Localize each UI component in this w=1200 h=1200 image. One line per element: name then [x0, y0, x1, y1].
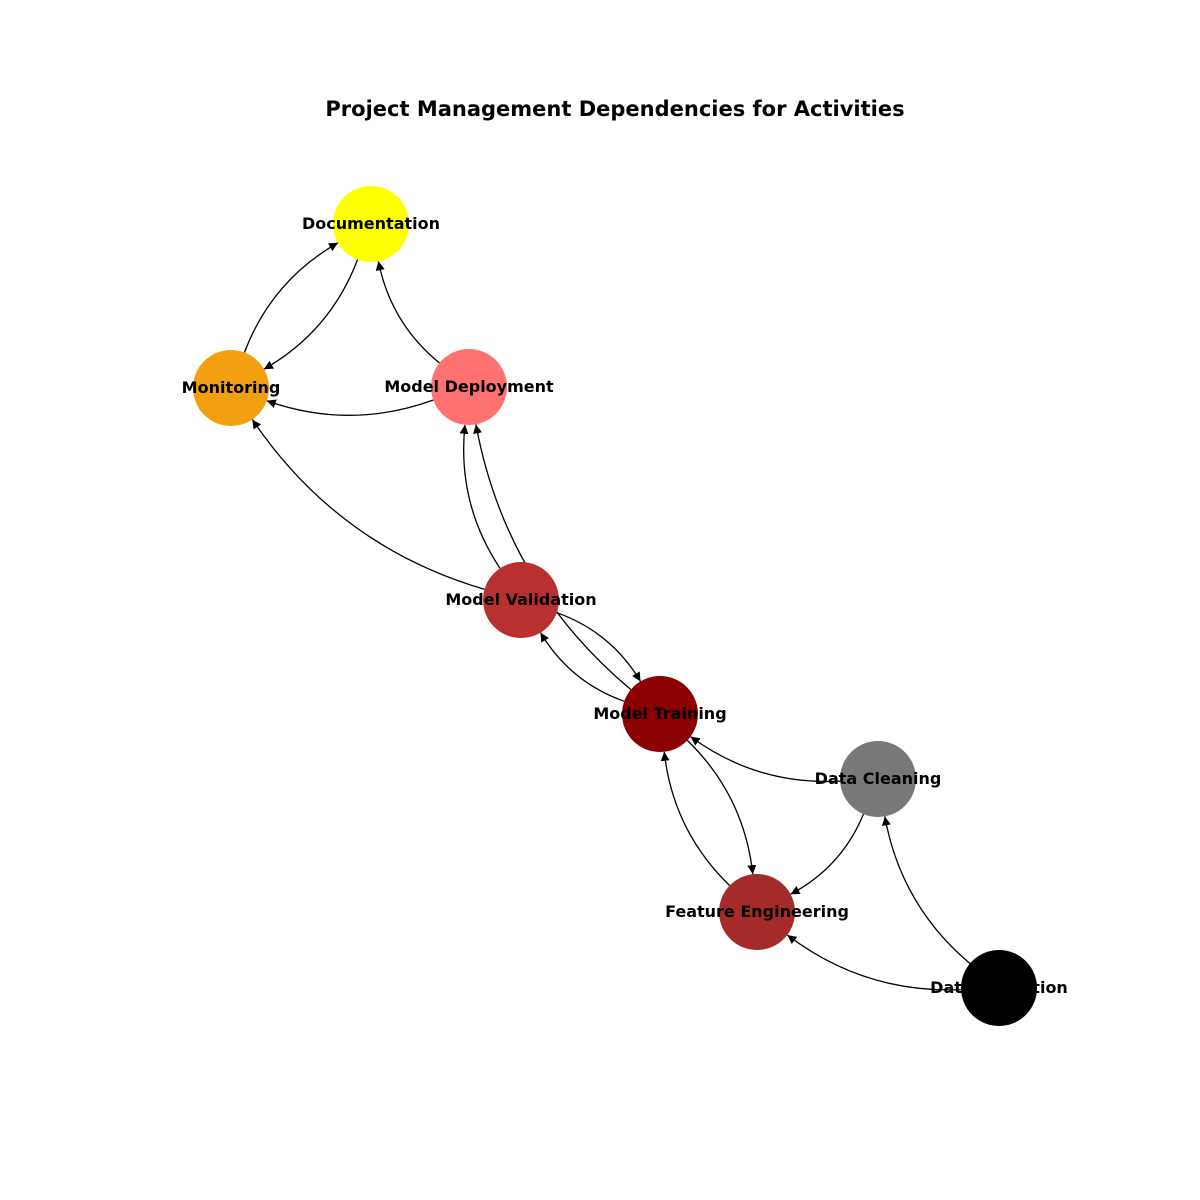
edges-layer	[243, 242, 971, 991]
edge-model-training-to-model-validation	[539, 632, 625, 702]
edge-model-validation-to-monitoring	[251, 419, 485, 590]
node-label-data-collection: Data Collection	[930, 978, 1068, 997]
node-label-data-cleaning: Data Cleaning	[815, 769, 942, 788]
edge-data-collection-to-data-cleaning	[881, 816, 971, 964]
diagram-title: Project Management Dependencies for Acti…	[325, 97, 904, 121]
node-label-model-training: Model Training	[593, 704, 726, 723]
edge-feature-engineering-to-model-training	[660, 751, 731, 887]
edge-documentation-to-monitoring	[263, 259, 359, 370]
edge-data-cleaning-to-feature-engineering	[790, 813, 865, 895]
edge-model-training-to-model-deployment	[473, 424, 632, 691]
node-model-training[interactable]	[622, 676, 698, 752]
node-feature-engineering[interactable]	[719, 874, 795, 950]
node-label-monitoring: Monitoring	[182, 378, 281, 397]
node-monitoring[interactable]	[193, 350, 269, 426]
node-label-documentation: Documentation	[302, 214, 440, 233]
node-label-feature-engineering: Feature Engineering	[665, 902, 849, 921]
edge-model-training-to-feature-engineering	[686, 739, 757, 875]
node-model-deployment[interactable]	[431, 349, 507, 425]
edge-model-deployment-to-documentation	[375, 261, 440, 364]
edge-data-collection-to-feature-engineering	[786, 934, 962, 991]
edge-model-validation-to-model-deployment	[459, 424, 501, 569]
node-documentation[interactable]	[333, 186, 409, 262]
node-data-collection[interactable]	[961, 950, 1037, 1026]
edge-data-cleaning-to-model-training	[690, 736, 841, 783]
edge-model-validation-to-model-training	[556, 612, 642, 682]
edge-model-deployment-to-monitoring	[266, 399, 434, 416]
edge-monitoring-to-documentation	[243, 242, 339, 353]
node-model-validation[interactable]	[483, 562, 559, 638]
node-label-model-deployment: Model Deployment	[384, 377, 554, 396]
node-data-cleaning[interactable]	[840, 741, 916, 817]
node-label-model-validation: Model Validation	[445, 590, 596, 609]
nodes-layer	[193, 186, 1037, 1026]
